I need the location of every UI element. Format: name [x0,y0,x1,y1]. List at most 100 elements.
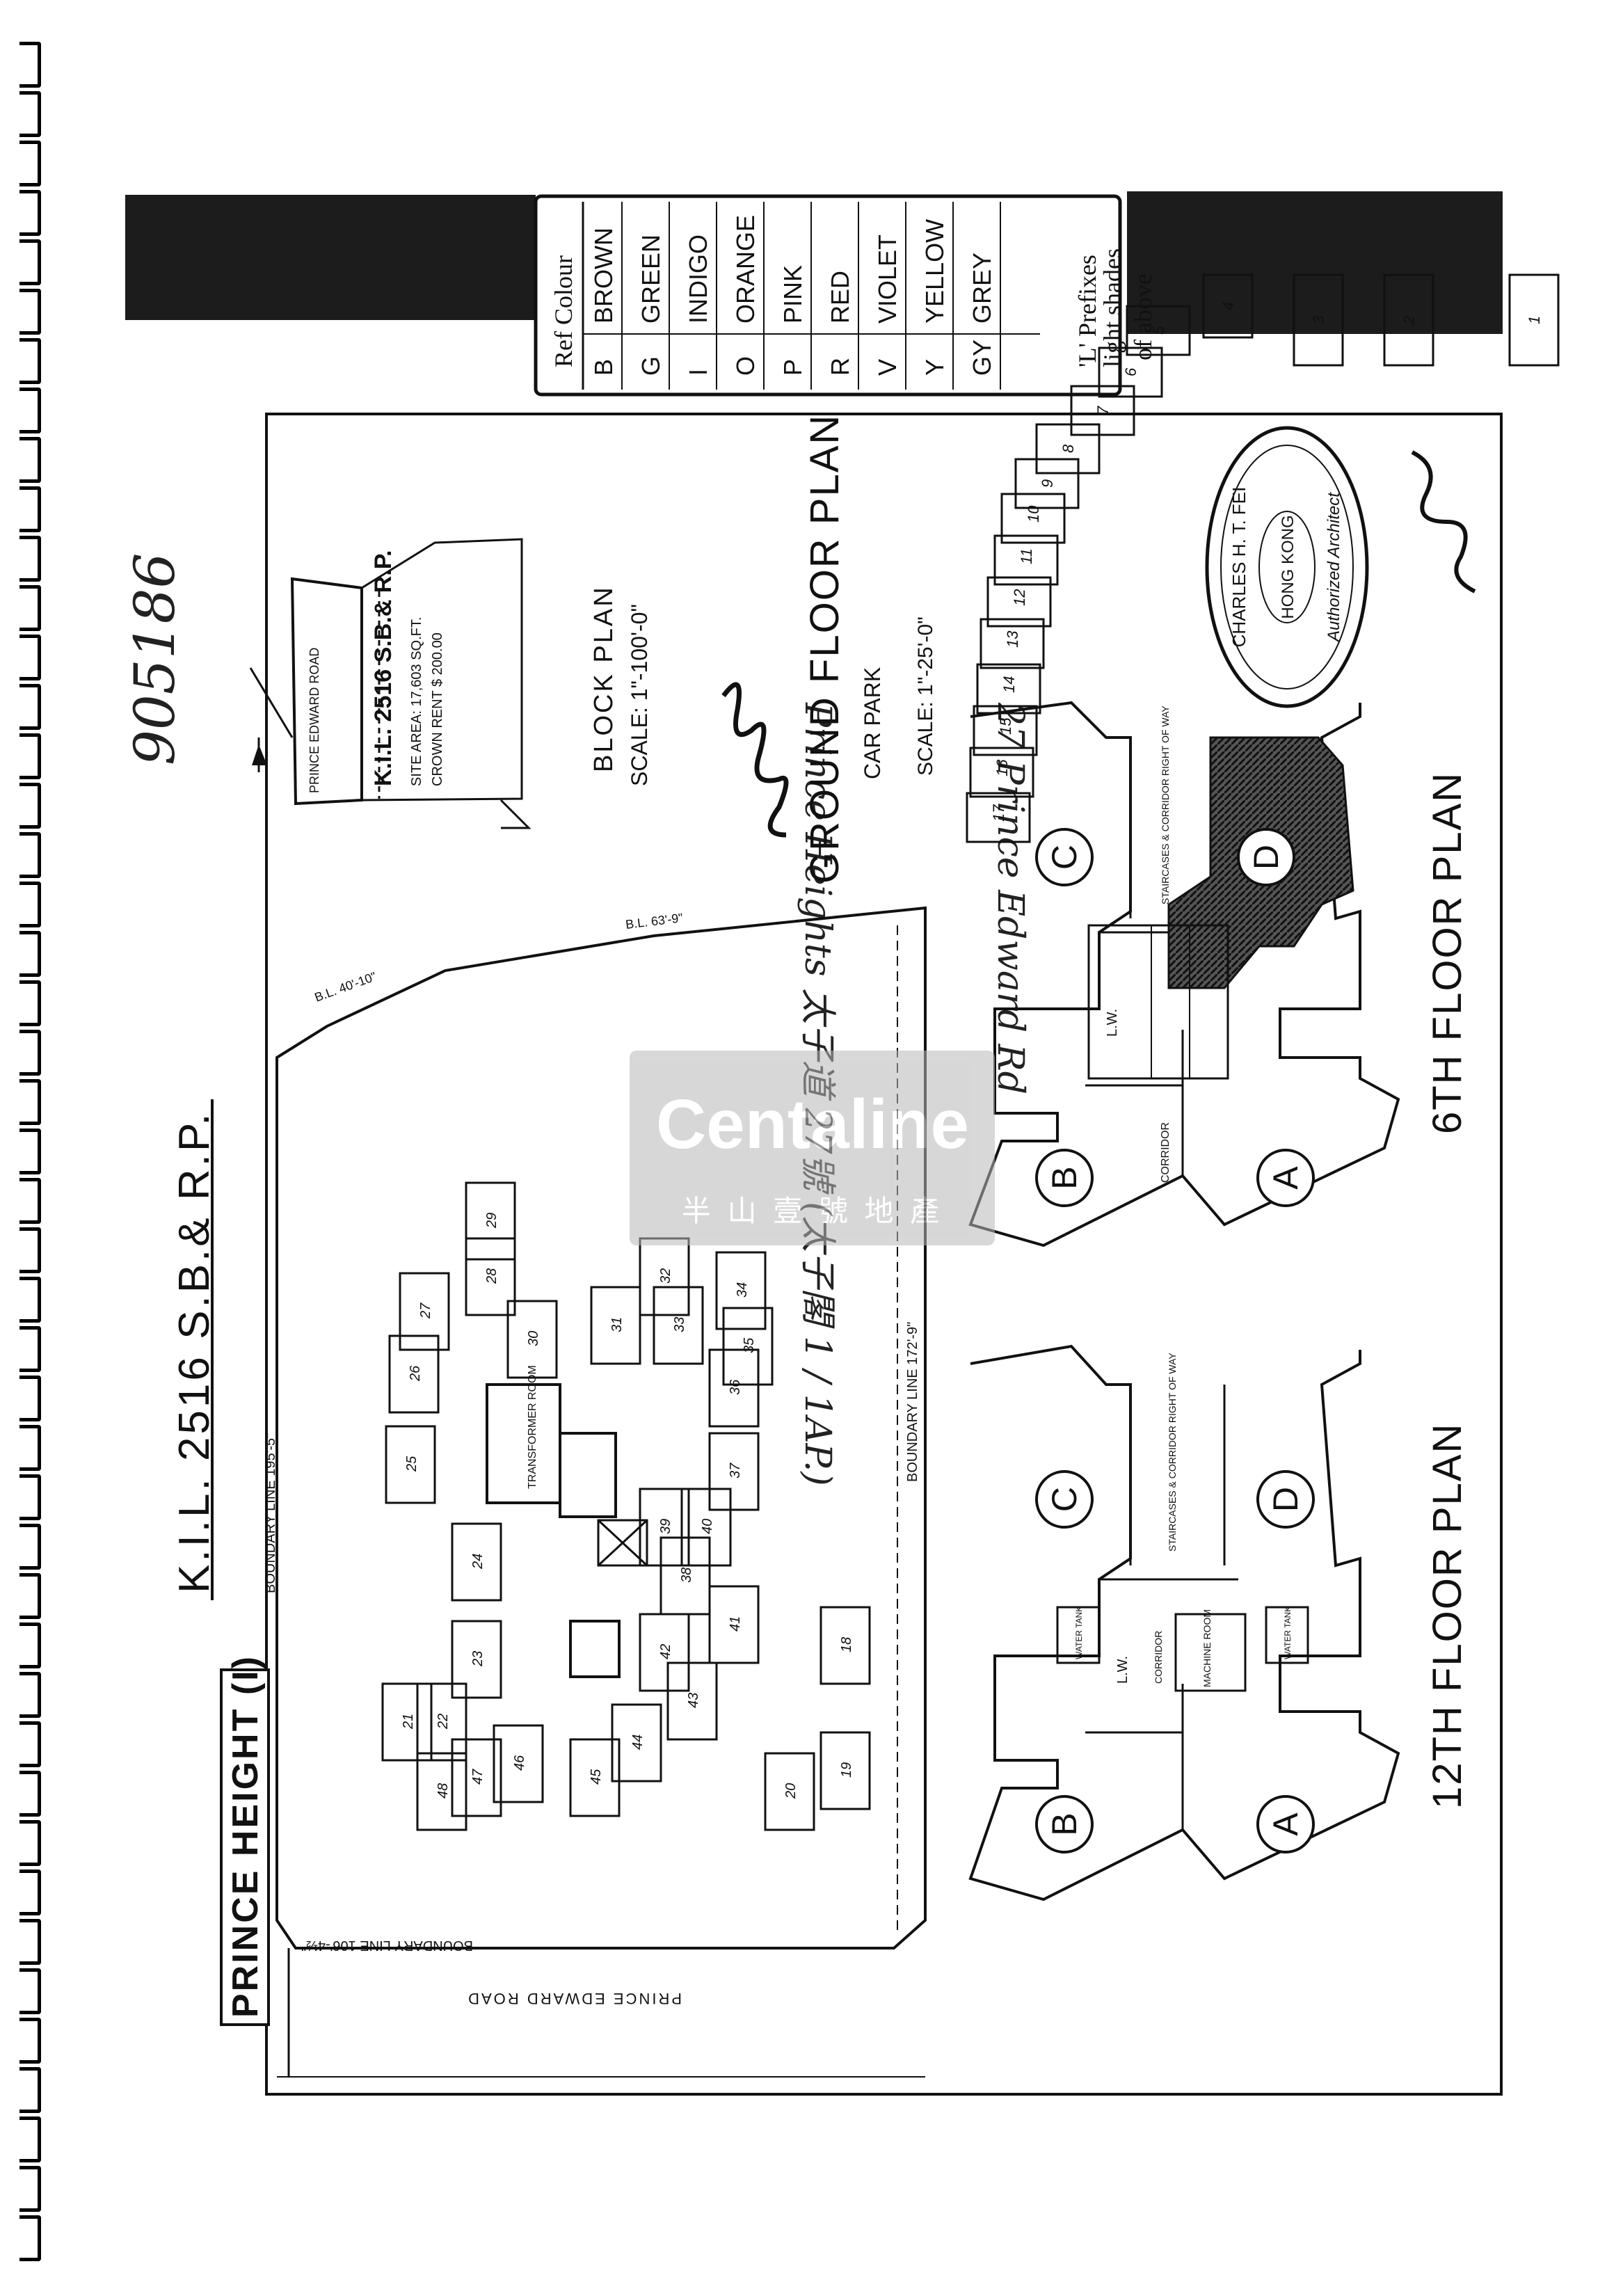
unit-a-6f-label: A [1266,1166,1305,1190]
binding-ring [19,2215,41,2261]
top-dark-band-right [1127,191,1503,334]
block-plan-scale: SCALE: 1"-100'-0" [627,604,652,786]
sixth-floor-corridor-label: CORRIDOR [1160,1122,1172,1183]
binding-ring [19,1079,41,1125]
parking-stall-label: 22 [435,1714,451,1730]
parking-stall-label: 20 [783,1783,799,1799]
parking-stall [976,663,1041,715]
binding-ring [19,635,41,680]
colour-key-name: PINK [778,265,807,324]
parking-stall [973,705,1038,756]
binding-ring [19,1474,41,1520]
unit-c-6f [1035,828,1094,886]
parking-stall-label: 2 [1400,316,1418,325]
colour-key-code: B [589,359,618,376]
parking-stall [590,1286,641,1365]
binding-ring [19,1623,41,1668]
parking-stall-label: 27 [418,1302,433,1319]
parking-stall [399,1272,450,1351]
twelfth-floor-lw-label: L.W. [1115,1656,1130,1684]
transformer-room-label: TRANSFORMER ROOM [527,1365,538,1489]
parking-stall [820,1731,871,1810]
block-plan-title: BLOCK PLAN [589,585,618,772]
parking-stall [416,1682,467,1762]
parking-stall [680,1488,732,1567]
parking-stall [653,1286,704,1365]
handwritten-ref-number: 905186 [122,553,187,765]
parking-stall-label: 10 [1025,505,1042,523]
building-name-box [220,1668,270,2026]
sixth-floor-title: 6TH FLOOR PLAN [1425,772,1470,1134]
parking-stall-label: 12 [1011,589,1028,606]
binding-ring [19,289,41,335]
unit-d-6f [1237,828,1295,886]
binding-ring [19,437,41,483]
binding-ring [19,239,41,285]
parking-stall [1014,458,1080,509]
binding-ring [19,486,41,532]
parking-stall [715,1251,767,1330]
parking-stall [381,1682,433,1762]
binding-ring [19,388,41,433]
binding-ring [19,585,41,631]
binding-ring [19,733,41,779]
binding-ring [19,338,41,384]
twelfth-floor-plan: C D B A STAIRCASES & CORRIDOR RIGHT OF W… [968,1344,1470,1902]
parking-stall [385,1425,436,1504]
binding-ring [19,1129,41,1174]
parking-stall [506,1300,558,1379]
binding-ring [19,2166,41,2212]
binding-ring [19,1870,41,1915]
parking-stall [820,1606,871,1685]
binding-ring [19,1919,41,1965]
parking-stall [1293,273,1344,367]
twelfth-floor-water-tank-1: WATER TANK [1074,1607,1084,1659]
binding-ring [19,1524,41,1570]
binding-ring [19,980,41,1026]
colour-key-header: Ref Colour [550,255,577,367]
parking-stall [416,1752,467,1831]
parking-stall-label: 14 [1000,676,1018,693]
architect-stamp: CHARLES H. T. FEI HONG KONG Authorized A… [1205,426,1369,708]
boundary-top-label: BOUNDARY LINE 195'-5" [263,1433,278,1593]
parking-stall-label: 37 [728,1462,743,1478]
block-plan-road: PRINCE EDWARD ROAD [307,648,321,793]
parking-stall-label: 38 [679,1568,694,1583]
colour-key-code: R [826,358,854,376]
binding-ring [19,2067,41,2113]
ground-floor-scale: SCALE: 1"-25'-0" [914,616,937,776]
unit-a-12f [1256,1795,1315,1853]
parking-stall-label: 17 [990,804,1007,822]
colour-key-code: V [873,359,902,376]
twelfth-floor-machine-room: MACHINE ROOM [1201,1609,1213,1687]
binding-ring [19,190,41,236]
parking-stall-label: 36 [728,1379,743,1395]
binding-ring [19,882,41,927]
ground-floor-subtitle: CAR PARK [860,667,885,779]
parking-stall-label: 45 [589,1769,604,1785]
twelfth-floor-stair-label: STAIRCASES & CORRIDOR RIGHT OF WAY [1167,1353,1178,1552]
binding-ring [19,42,41,88]
parking-stall [388,1334,440,1414]
parking-stall [966,792,1031,843]
parking-stall [1202,273,1254,339]
parking-stall-label: 13 [1004,630,1021,648]
parking-stall-label: 42 [658,1644,673,1659]
unit-c-6f-label: C [1045,845,1084,870]
unit-d-12f [1256,1470,1315,1529]
parking-stall-label: 35 [742,1337,757,1353]
binding-ring [19,536,41,582]
parking-stall-label: 1 [1526,316,1543,324]
parking-stall-label: 28 [484,1268,499,1284]
colour-key-name: GREEN [637,234,665,324]
unit-d-12f-label: D [1266,1487,1305,1512]
parking-stall [1035,423,1101,475]
parking-stall [451,1522,502,1602]
binding-ring [19,1178,41,1224]
parking-stall [666,1661,718,1741]
parking-stall [493,1724,544,1803]
colour-key-code: P [778,359,807,376]
parking-stall [1383,273,1434,367]
binding-ring [19,1771,41,1817]
